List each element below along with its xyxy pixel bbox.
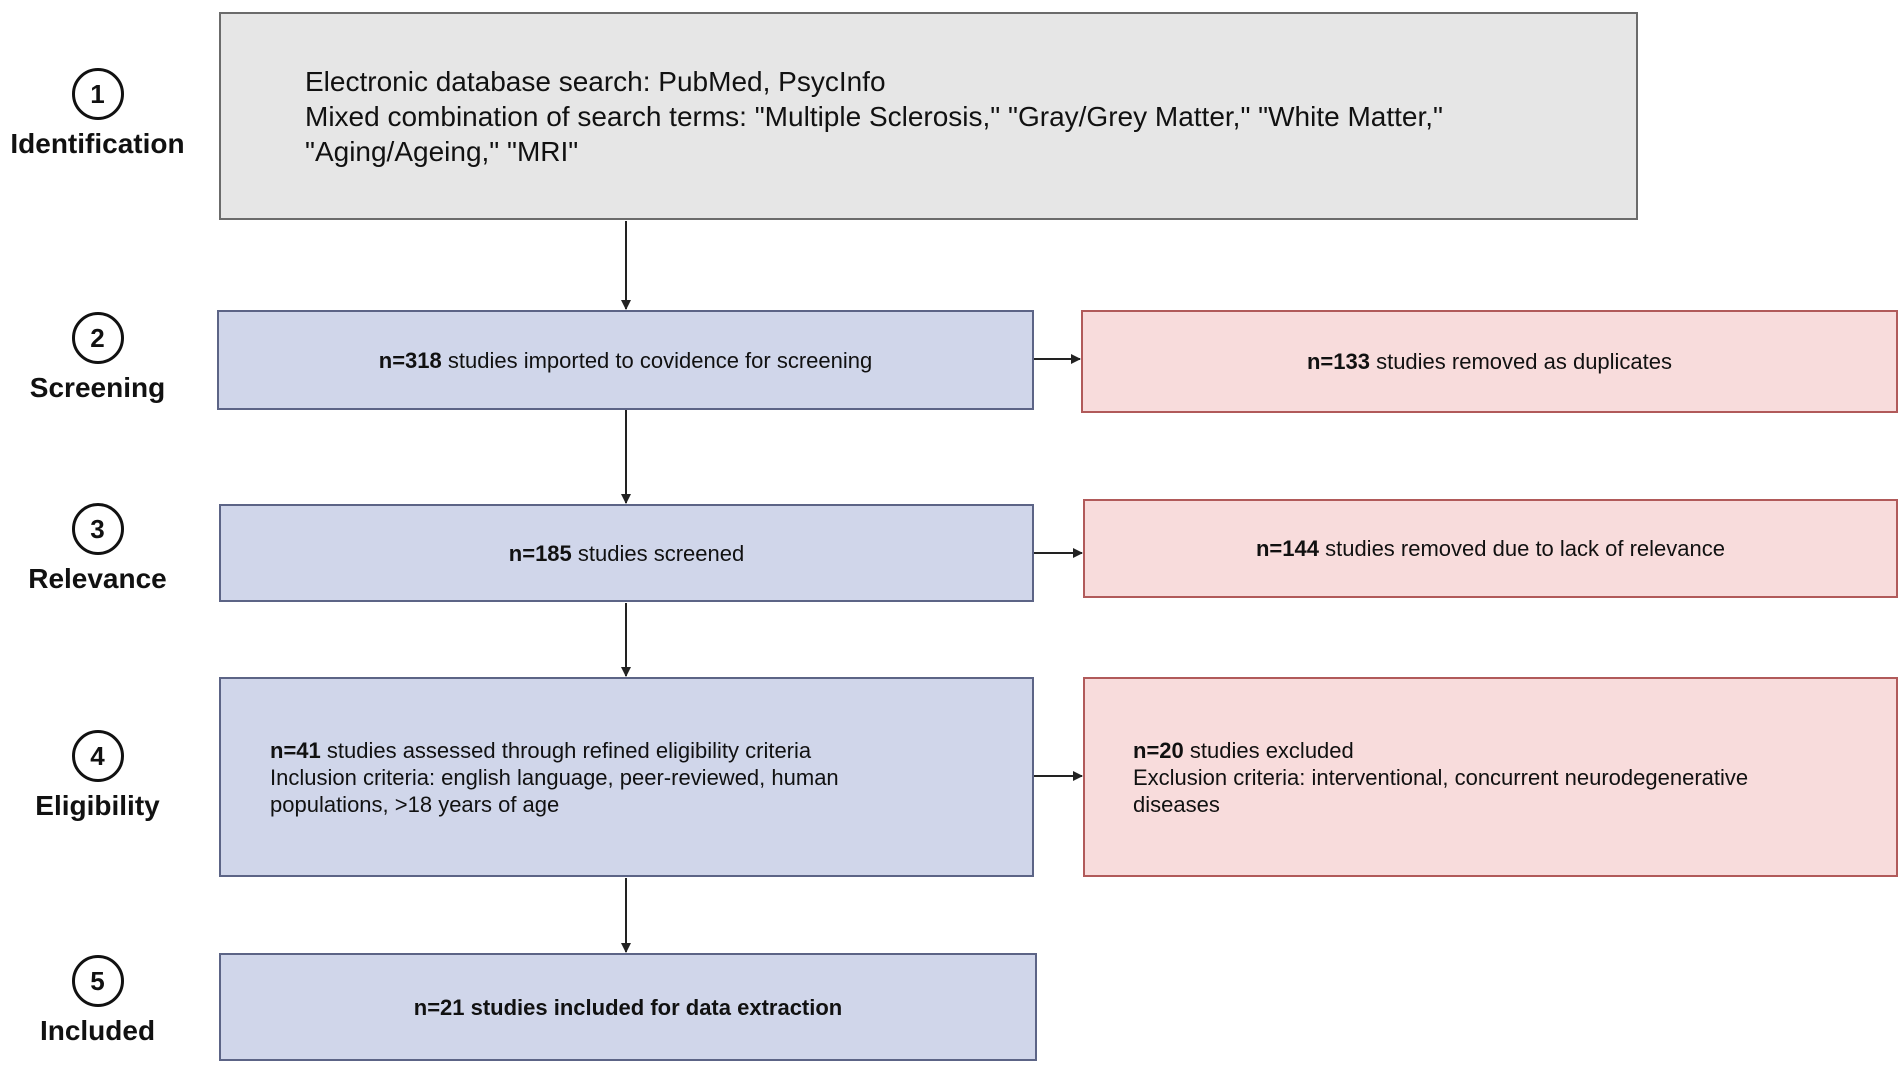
excluded-description: studies excluded xyxy=(1183,737,1354,763)
stage-number-badge: 4 xyxy=(71,730,124,782)
excluded-count: n=20 xyxy=(1133,737,1184,763)
eligibility-text: n=41 studies assessed through refined el… xyxy=(270,737,839,818)
stage-identification: 1 Identification xyxy=(0,68,195,160)
search-terms-line: Mixed combination of search terms: "Mult… xyxy=(305,100,1443,132)
duplicates-count: n=133 xyxy=(1306,349,1370,374)
eligibility-summary-line: n=41 studies assessed through refined el… xyxy=(270,737,839,764)
relevance-removed-count: n=144 xyxy=(1255,536,1319,561)
stage-number-badge: 1 xyxy=(71,68,124,120)
screening-text: n=318 studies imported to covidence for … xyxy=(379,347,872,374)
exclusion-criteria-line: Exclusion criteria: interventional, conc… xyxy=(1133,764,1749,790)
eligibility-description: studies assessed through refined eligibi… xyxy=(320,737,812,763)
screening-count: n=318 xyxy=(378,347,442,373)
stage-eligibility: 4 Eligibility xyxy=(0,730,195,822)
relevance-count: n=185 xyxy=(508,540,572,566)
exclusion-criteria-line-continued: diseases xyxy=(1133,791,1220,817)
relevance-removed-description: studies removed due to lack of relevance xyxy=(1318,536,1725,561)
identification-text: Electronic database search: PubMed, Psyc… xyxy=(305,64,1443,169)
relevance-text: n=185 studies screened xyxy=(509,540,744,567)
stage-screening: 2 Screening xyxy=(0,312,195,404)
stage-label: Relevance xyxy=(28,563,167,594)
search-databases-line: Electronic database search: PubMed, Psyc… xyxy=(305,65,886,97)
included-box: n=21 studies included for data extractio… xyxy=(219,953,1037,1061)
search-terms-line-continued: "Aging/Ageing," "MRI" xyxy=(305,135,579,167)
stage-relevance: 3 Relevance xyxy=(0,503,195,595)
eligibility-count: n=41 xyxy=(270,737,321,763)
included-text: n=21 studies included for data extractio… xyxy=(414,994,843,1021)
eligibility-box: n=41 studies assessed through refined el… xyxy=(219,677,1034,877)
screening-box: n=318 studies imported to covidence for … xyxy=(217,310,1034,410)
excluded-summary-line: n=20 studies excluded xyxy=(1133,737,1748,764)
stage-included: 5 Included xyxy=(0,955,195,1047)
stage-number-badge: 3 xyxy=(71,503,124,555)
excluded-text: n=20 studies excluded Exclusion criteria… xyxy=(1133,737,1748,818)
stage-label: Included xyxy=(39,1015,156,1046)
stage-label: Identification xyxy=(10,128,185,159)
duplicates-description: studies removed as duplicates xyxy=(1369,349,1673,374)
included-summary: n=21 studies included for data extractio… xyxy=(413,994,843,1020)
screening-description: studies imported to covidence for screen… xyxy=(441,347,873,373)
excluded-box: n=20 studies excluded Exclusion criteria… xyxy=(1083,677,1898,877)
inclusion-criteria-line-continued: populations, >18 years of age xyxy=(270,791,560,817)
stage-number-badge: 2 xyxy=(71,312,124,364)
stage-number-badge: 5 xyxy=(71,955,124,1007)
relevance-removed-text: n=144 studies removed due to lack of rel… xyxy=(1256,535,1725,562)
stage-label: Screening xyxy=(29,372,166,403)
duplicates-text: n=133 studies removed as duplicates xyxy=(1307,348,1672,375)
identification-box: Electronic database search: PubMed, Psyc… xyxy=(219,12,1638,220)
duplicates-removed-box: n=133 studies removed as duplicates xyxy=(1081,310,1898,413)
relevance-box: n=185 studies screened xyxy=(219,504,1034,602)
relevance-removed-box: n=144 studies removed due to lack of rel… xyxy=(1083,499,1898,598)
relevance-description: studies screened xyxy=(571,540,745,566)
inclusion-criteria-line: Inclusion criteria: english language, pe… xyxy=(270,764,839,790)
stage-label: Eligibility xyxy=(35,790,160,821)
